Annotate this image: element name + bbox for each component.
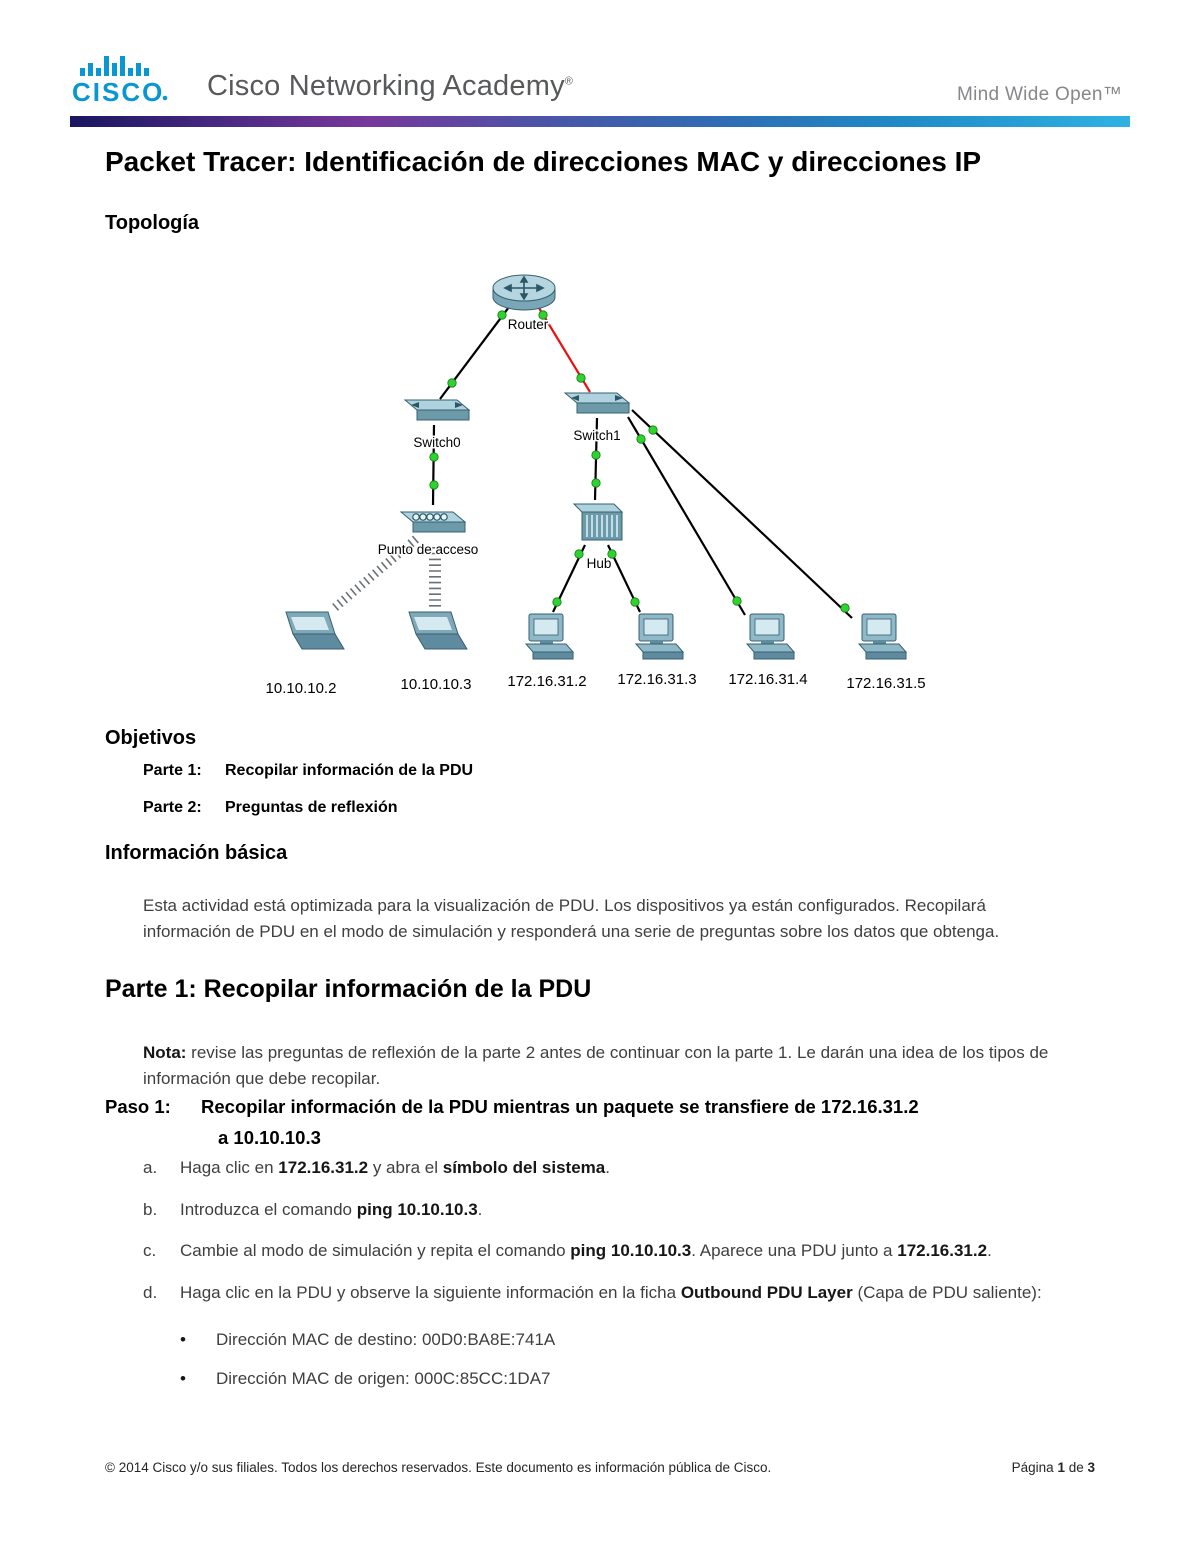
hub-label: Hub — [587, 556, 612, 571]
mac-origen-text: Dirección MAC de origen: 000C:85CC:1DA7 — [216, 1368, 551, 1388]
mac-destino-text: Dirección MAC de destino: 00D0:BA8E:741A — [216, 1330, 556, 1349]
objetivo-text: Recopilar información de la PDU — [225, 762, 474, 779]
step-item-d: d. Haga clic en la PDU y observe la sigu… — [143, 1281, 1043, 1306]
objetivo-item: Parte 2: Preguntas de reflexión — [143, 799, 473, 817]
paso1-heading: Paso 1: Recopilar información de la PDU … — [105, 1092, 919, 1154]
laptop1-icon — [285, 611, 345, 650]
status-dot — [630, 597, 640, 607]
cisco-logo-text: CISCO — [72, 77, 164, 107]
wireless-link-ap-laptop1 — [329, 535, 419, 614]
objetivo-item: Parte 1: Recopilar información de la PDU — [143, 762, 473, 780]
page-footer: © 2014 Cisco y/o sus filiales. Todos los… — [105, 1460, 1095, 1475]
step-marker: c. — [143, 1241, 157, 1261]
registered-mark: ® — [564, 75, 574, 88]
topologia-heading: Topología — [105, 212, 200, 234]
status-dot — [497, 310, 507, 320]
bullet-glyph: • — [180, 1330, 186, 1349]
steps-list: a. Haga clic en 172.16.31.2 y abra el sí… — [143, 1156, 1043, 1323]
cisco-logo-bars — [80, 56, 149, 76]
info-basica-heading: Información básica — [105, 842, 288, 864]
mac-bullet-list: • Dirección MAC de destino: 00D0:BA8E:74… — [180, 1328, 1060, 1406]
step-item-c: c. Cambie al modo de simulación y repita… — [143, 1239, 1043, 1264]
doc-title: Packet Tracer: Identificación de direcci… — [105, 146, 982, 177]
objetivo-label: Parte 1: — [143, 762, 202, 779]
step-marker: a. — [143, 1158, 158, 1177]
info-basica-paragraph: Esta actividad está optimizada para la v… — [143, 896, 1000, 941]
pc3-icon — [745, 613, 796, 660]
step-text: Haga clic en 172.16.31.2 y abra el símbo… — [180, 1158, 610, 1177]
tagline-text: Mind Wide Open™ — [956, 84, 1122, 105]
pc4-icon — [857, 613, 908, 660]
objetivo-text: Preguntas de reflexión — [225, 799, 398, 816]
status-dot — [636, 434, 646, 444]
status-dot — [429, 452, 439, 462]
access-point-icon — [399, 511, 467, 533]
cisco-logo: CISCO — [72, 56, 168, 107]
topology-diagram: Router Switch0 Switch1 Punto de acceso H… — [100, 252, 1100, 714]
switch0-label: Switch0 — [413, 435, 460, 450]
nota-paragraph: Nota: revise las preguntas de reflexión … — [143, 1043, 1049, 1088]
objetivos-heading: Objetivos — [105, 727, 197, 749]
status-dot — [552, 597, 562, 607]
step-marker: b. — [143, 1199, 158, 1219]
link-status-dots — [429, 310, 850, 613]
step-marker: d. — [143, 1282, 158, 1302]
step-text: Introduzca el comando ping 10.10.10.3. — [180, 1199, 483, 1219]
pc2-ip-label: 172.16.31.3 — [617, 671, 696, 688]
link-switch0-ap — [431, 424, 436, 506]
parte1-heading: Parte 1: Recopilar información de la PDU — [105, 975, 592, 1003]
laptop2-icon — [408, 611, 468, 650]
status-dot — [840, 603, 850, 613]
paso1-title-line1: Recopilar información de la PDU mientras… — [201, 1096, 919, 1117]
paso1-title-line2: a 10.10.10.3 — [218, 1126, 321, 1148]
status-dot — [429, 480, 439, 490]
router-label: Router — [508, 317, 549, 332]
footer-page-number: Página 1 de 3 — [1011, 1460, 1095, 1475]
step-text: Cambie al modo de simulación y repita el… — [180, 1241, 992, 1261]
bullet-glyph: • — [180, 1368, 186, 1388]
academy-text: Cisco Networking Academy — [207, 70, 565, 102]
step-item-a: a. Haga clic en 172.16.31.2 y abra el sí… — [143, 1156, 1043, 1181]
hub-icon — [572, 503, 624, 541]
footer-copyright: © 2014 Cisco y/o sus filiales. Todos los… — [105, 1460, 772, 1475]
status-dot — [447, 378, 457, 388]
router-icon — [492, 274, 556, 311]
academy-wordmark: Cisco Networking Academy® — [207, 70, 573, 103]
status-dot — [648, 425, 658, 435]
header-gradient-bar — [70, 116, 1130, 127]
status-dot — [576, 373, 586, 383]
cisco-logo-dot — [162, 95, 168, 101]
step-text: Haga clic en la PDU y observe la siguien… — [180, 1282, 1042, 1302]
step-item-b: b. Introduzca el comando ping 10.10.10.3… — [143, 1198, 1043, 1223]
objetivo-label: Parte 2: — [143, 799, 202, 816]
paso1-label: Paso 1: — [105, 1096, 171, 1117]
status-dot — [574, 549, 584, 559]
link-switch1-pc4 — [631, 409, 853, 619]
objetivos-list: Parte 1:Recopilar información de la PDU … — [143, 762, 473, 836]
switch1-label: Switch1 — [573, 428, 620, 443]
pc1-icon — [524, 613, 575, 660]
access-point-label: Punto de acceso — [378, 542, 479, 557]
pc1-ip-label: 172.16.31.2 — [507, 673, 586, 690]
status-dot — [591, 478, 601, 488]
switch1-icon — [563, 392, 631, 414]
status-dot — [538, 310, 548, 320]
status-dot — [732, 596, 742, 606]
bullet-item: • Dirección MAC de origen: 000C:85CC:1DA… — [180, 1367, 1060, 1391]
topology-svg: Router Switch0 Switch1 Punto de acceso H… — [264, 274, 927, 699]
pc3-ip-label: 172.16.31.4 — [728, 671, 807, 688]
laptop2-ip-label: 10.10.10.3 — [401, 676, 472, 693]
laptop1-ip-label: 10.10.10.2 — [266, 680, 337, 697]
paso1-title: Recopilar información de la PDU mientras… — [201, 1092, 919, 1154]
status-dot — [591, 450, 601, 460]
status-dot — [607, 549, 617, 559]
pc4-ip-label: 172.16.31.5 — [846, 675, 925, 692]
bullet-item: • Dirección MAC de destino: 00D0:BA8E:74… — [180, 1328, 1060, 1352]
switch0-icon — [403, 399, 471, 421]
pc2-icon — [634, 613, 685, 660]
link-switch1-pc3 — [627, 416, 746, 616]
